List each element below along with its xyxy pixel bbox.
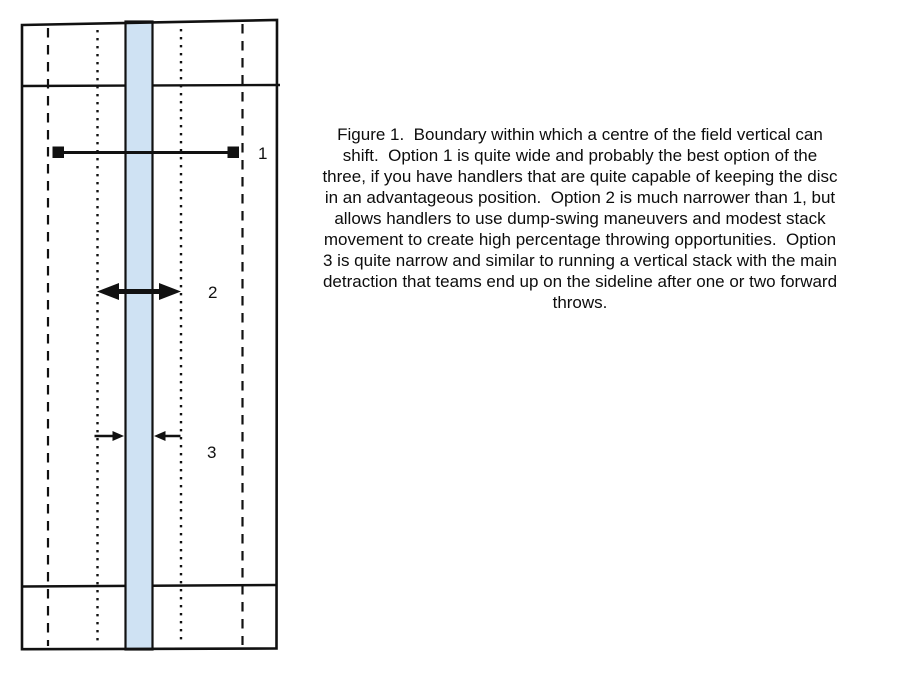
option2-label: 2 [208,283,217,302]
field-outline [20,18,279,651]
figure-caption: Figure 1. Boundary within which a centre… [322,125,838,312]
option1-endpoint-right [227,146,239,158]
option3-label: 3 [207,443,216,462]
option1-endpoint-left [52,146,64,158]
option3-arrow-right [154,431,181,441]
field-diagram: 1 2 3 [20,18,281,651]
option1-label: 1 [258,144,267,163]
option2-arrow [97,283,181,300]
corridor-bar [124,20,154,651]
option3-arrow-left [94,431,124,441]
